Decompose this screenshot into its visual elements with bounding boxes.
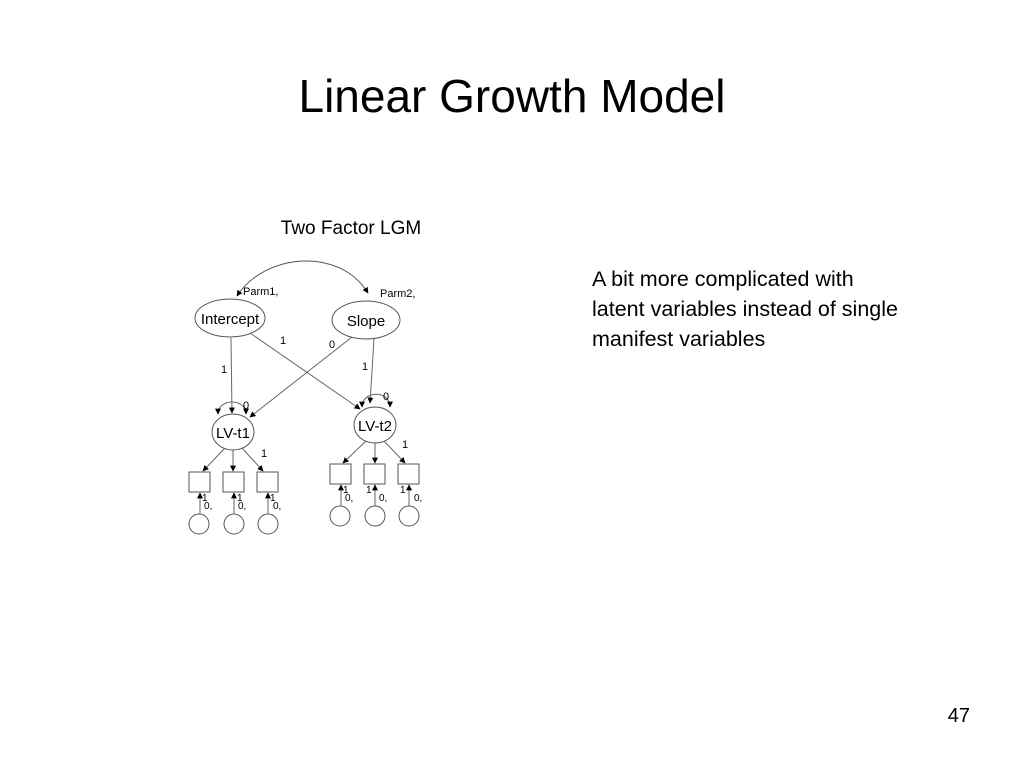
indicator-load-label: 1	[366, 485, 372, 496]
loading-slope-t2: 1	[362, 361, 368, 373]
indicator-box	[256, 471, 279, 493]
intercept-node	[194, 298, 266, 338]
indicator-load-label: 1	[270, 493, 276, 504]
explanation-note: A bit more complicated with latent varia…	[592, 264, 972, 354]
error-circle	[257, 513, 279, 535]
indicator-load-label: 1	[237, 493, 243, 504]
path-t1-to-indicator-1	[202, 447, 226, 472]
residual-t2-label: 0	[383, 391, 389, 403]
slope-node	[331, 300, 401, 340]
parm2-label: Parm2,	[380, 288, 415, 300]
diagram-title: Two Factor LGM	[281, 218, 421, 239]
error-circle	[329, 505, 351, 527]
loading-slope-t1: 0	[329, 339, 335, 351]
indicator-error-label: 0,	[273, 501, 281, 512]
path-intercept-to-t1	[228, 337, 235, 414]
indicator-load-label: 1	[400, 485, 406, 496]
slide-title: Linear Growth Model	[298, 70, 726, 122]
error-circle	[364, 505, 386, 527]
intercept-label: Intercept	[201, 311, 260, 328]
indicator-load-label: 1	[202, 493, 208, 504]
lv-t1-label: LV-t1	[216, 425, 250, 442]
error-circle	[398, 505, 420, 527]
error-circle	[188, 513, 210, 535]
indicator-error-label: 0,	[345, 493, 353, 504]
residual-t1-label: 0	[243, 400, 249, 412]
page-number: 47	[947, 705, 970, 727]
path-t2-to-indicator-3	[383, 440, 406, 464]
path-slope-to-t1	[249, 336, 353, 418]
indicator-box	[397, 463, 420, 485]
note-line: manifest variables	[592, 327, 766, 351]
indicator-box	[222, 471, 245, 493]
indicator-error-label: 0,	[238, 501, 246, 512]
path-intercept-to-t2	[249, 332, 361, 410]
loading-intercept-t1: 1	[221, 364, 227, 376]
indicator-box	[363, 463, 386, 485]
note-line: latent variables instead of single	[592, 297, 898, 321]
lv-t2-residual	[359, 393, 393, 408]
indicator-box	[329, 463, 352, 485]
indicator-error-label: 0,	[204, 501, 212, 512]
parm1-label: Parm1,	[243, 286, 278, 298]
indicator-error-label: 0,	[414, 493, 422, 504]
note-line: A bit more complicated with	[592, 267, 854, 291]
lv-t1-residual	[215, 401, 249, 415]
path-t1-to-indicator-3	[241, 447, 264, 472]
slope-label: Slope	[347, 313, 385, 330]
path-t2-to-indicator-1	[342, 440, 367, 464]
indicator-load-label: 1	[343, 485, 349, 496]
loading-intercept-t2: 1	[280, 335, 286, 347]
indicator-box	[188, 471, 211, 493]
path-slope-to-t2	[367, 338, 375, 404]
loading-t1-indicator: 1	[261, 448, 267, 460]
error-circle	[223, 513, 245, 535]
indicator-error-label: 0,	[379, 493, 387, 504]
loading-t2-indicator: 1	[402, 439, 408, 451]
lv-t2-label: LV-t2	[358, 418, 392, 435]
covariance-arc	[236, 260, 369, 297]
